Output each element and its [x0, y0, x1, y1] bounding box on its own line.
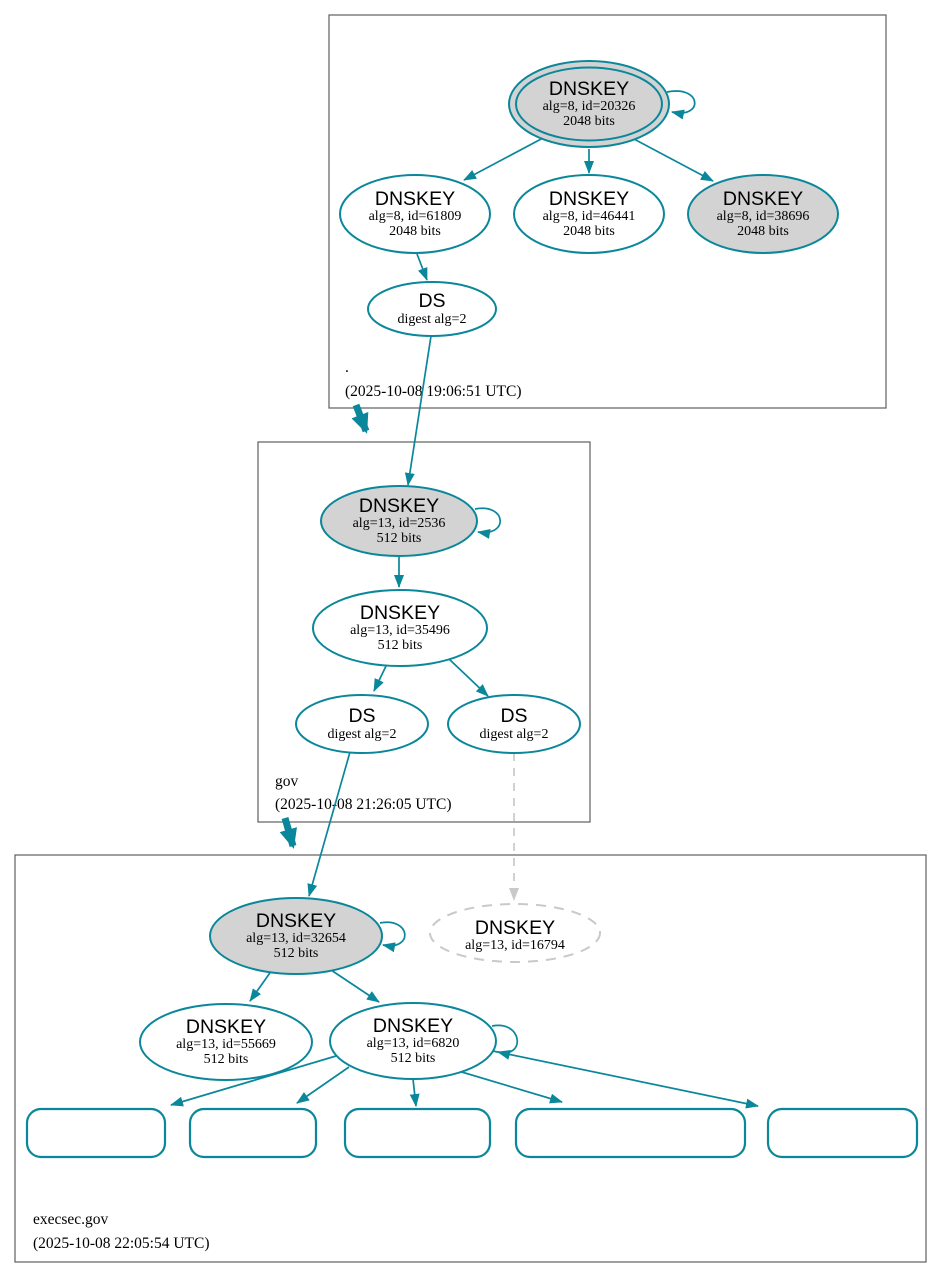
rrset-execsec-a[interactable] [188, 1107, 318, 1159]
node-detail: alg=8, id=61809 [369, 209, 462, 224]
node-title: DNSKEY [186, 1016, 266, 1038]
edge-execsec-zsk-to-ns [170, 1055, 337, 1107]
node-detail: alg=13, id=2536 [353, 516, 446, 531]
node-title: DS [418, 290, 445, 312]
node-detail: alg=8, id=38696 [717, 209, 810, 224]
rrset-execsec-nsec3param[interactable] [514, 1107, 747, 1159]
edge-gov-ksk-selfloop [474, 507, 501, 539]
node-title: DNSKEY [359, 495, 439, 517]
edge-gov-zsk-to-ds2 [448, 658, 489, 697]
node-root-ksk-20326[interactable]: DNSKEY alg=8, id=20326 2048 bits [508, 60, 670, 148]
node-title: DNSKEY [723, 188, 803, 210]
node-detail: alg=13, id=6820 [367, 1036, 460, 1051]
edge-execsec-zsk-to-a [296, 1066, 350, 1104]
node-gov-ds-1[interactable]: DS digest alg=2 [295, 694, 429, 754]
edge-execsec-ksk-to-6820 [330, 969, 380, 1003]
node-detail: alg=8, id=46441 [543, 209, 636, 224]
node-detail: digest alg=2 [398, 312, 467, 327]
node-title: DNSKEY [360, 602, 440, 624]
node-execsec-ksk-32654[interactable]: DNSKEY alg=13, id=32654 512 bits [209, 897, 383, 975]
node-title: DNSKEY [475, 917, 555, 939]
edge-root-ksk-selfloop [666, 90, 696, 120]
node-detail: 512 bits [391, 1051, 436, 1066]
node-title: DS [500, 705, 527, 727]
rrset-execsec-soa[interactable] [343, 1107, 492, 1159]
node-detail: 2048 bits [737, 224, 789, 239]
node-detail: 512 bits [377, 531, 422, 546]
node-root-dnskey-38696[interactable]: DNSKEY alg=8, id=38696 2048 bits [687, 174, 839, 254]
edge-gov-ds1-to-execsec-ksk [307, 751, 351, 897]
arrow-root-to-gov-delegation [351, 403, 370, 434]
edge-root-ds-to-gov-ksk [404, 335, 432, 486]
node-execsec-dnskey-6820[interactable]: DNSKEY alg=13, id=6820 512 bits [329, 1002, 497, 1080]
node-gov-ksk-2536[interactable]: DNSKEY alg=13, id=2536 512 bits [320, 485, 478, 557]
node-root-dnskey-46441[interactable]: DNSKEY alg=8, id=46441 2048 bits [513, 174, 665, 254]
rrset-execsec-txt[interactable] [766, 1107, 919, 1159]
node-detail: 512 bits [274, 946, 319, 961]
node-title: DNSKEY [256, 910, 336, 932]
node-detail: 2048 bits [389, 224, 441, 239]
node-detail: alg=13, id=35496 [350, 623, 450, 638]
edge-execsec-zsk-to-txt [492, 1050, 759, 1109]
edge-root-61809-to-ds [416, 253, 428, 281]
node-detail: digest alg=2 [328, 727, 397, 742]
node-gov-ds-2[interactable]: DS digest alg=2 [447, 694, 581, 754]
edge-execsec-ksk-to-55669 [249, 969, 273, 1002]
node-root-dnskey-61809[interactable]: DNSKEY alg=8, id=61809 2048 bits [339, 174, 491, 254]
node-root-ds[interactable]: DS digest alg=2 [367, 281, 497, 337]
zone-timestamp-gov: (2025-10-08 21:26:05 UTC) [275, 796, 452, 813]
zone-timestamp-root: (2025-10-08 19:06:51 UTC) [345, 383, 522, 400]
node-detail: 512 bits [378, 638, 423, 653]
node-detail: alg=8, id=20326 [543, 99, 636, 114]
node-detail: alg=13, id=16794 [465, 938, 565, 953]
edge-root-ksk-to-61809 [463, 137, 544, 181]
node-title: DNSKEY [549, 78, 629, 100]
edge-execsec-zsk-to-nsec3param [454, 1069, 563, 1104]
node-detail: 2048 bits [563, 224, 615, 239]
node-gov-dnskey-35496[interactable]: DNSKEY alg=13, id=35496 512 bits [312, 589, 488, 667]
node-execsec-dnskey-55669[interactable]: DNSKEY alg=13, id=55669 512 bits [139, 1003, 313, 1081]
node-detail: alg=13, id=55669 [176, 1037, 276, 1052]
node-detail: digest alg=2 [480, 727, 549, 742]
node-detail: alg=13, id=32654 [246, 931, 346, 946]
edge-gov-zsk-to-ds1 [373, 663, 388, 692]
zone-label-gov: gov [275, 773, 299, 790]
node-detail: 2048 bits [563, 114, 615, 129]
edge-execsec-zsk-to-soa [409, 1078, 420, 1107]
node-title: DS [348, 705, 375, 727]
zone-label-root: . [345, 359, 349, 376]
arrow-gov-to-execsec-delegation [279, 817, 297, 849]
node-title: DNSKEY [373, 1015, 453, 1037]
node-title: DNSKEY [549, 188, 629, 210]
node-detail: 512 bits [204, 1052, 249, 1067]
zone-timestamp-execsec: (2025-10-08 22:05:54 UTC) [33, 1235, 210, 1252]
node-execsec-dnskey-missing-16794[interactable]: DNSKEY alg=13, id=16794 [429, 903, 601, 963]
edge-root-ksk-to-38696 [633, 138, 714, 182]
node-title: DNSKEY [375, 188, 455, 210]
rrset-execsec-ns[interactable] [25, 1107, 167, 1159]
edge-execsec-ksk-selfloop [379, 921, 406, 953]
zone-label-execsec: execsec.gov [33, 1211, 109, 1228]
